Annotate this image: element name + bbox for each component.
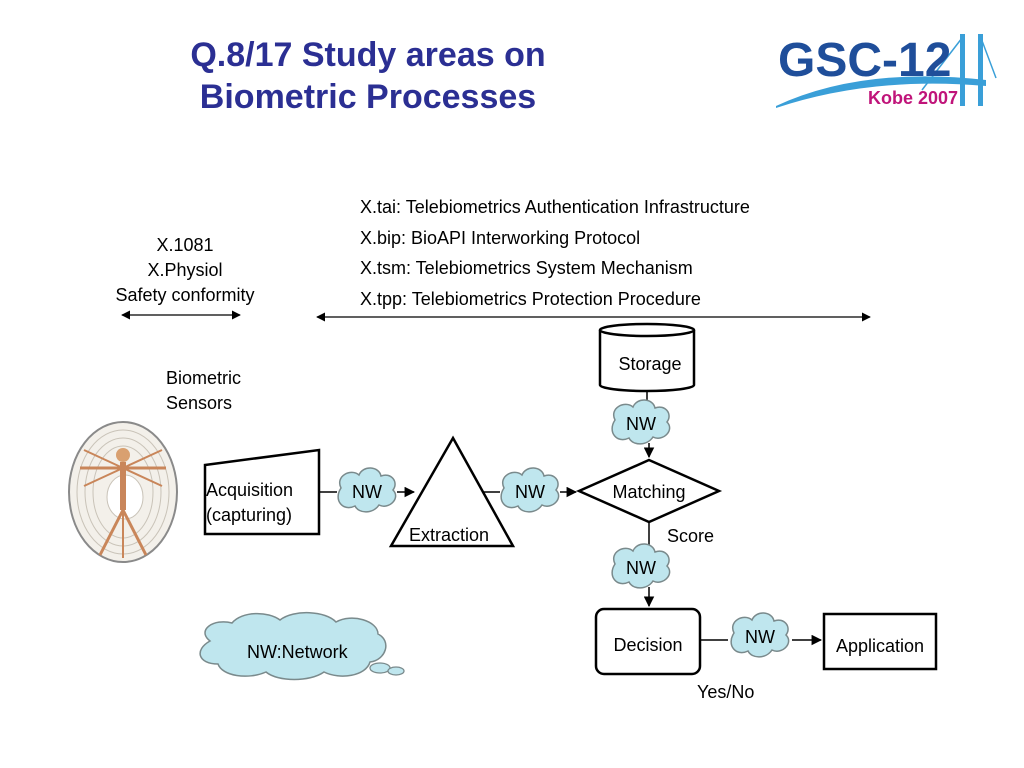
sensors-line-2: Sensors bbox=[166, 393, 233, 413]
safety-line-3: Safety conformity bbox=[115, 285, 255, 305]
network-cloud-2 bbox=[500, 467, 560, 513]
acquisition-label-line-1: Acquisition bbox=[206, 480, 294, 500]
sensors-label: Biometric Sensors bbox=[166, 367, 241, 414]
application-label: Application bbox=[835, 636, 925, 656]
logo-graphic: GSC-12 Kobe 2007 bbox=[776, 34, 997, 108]
acquisition-box bbox=[203, 448, 321, 536]
logo-tower-left bbox=[960, 34, 965, 106]
spec-x-tpp: X.tpp: Telebiometrics Protection Procedu… bbox=[360, 289, 701, 309]
spec-x-bip: X.bip: BioAPI Interworking Protocol bbox=[360, 228, 641, 248]
network-label-4: NW bbox=[626, 558, 656, 578]
safety-line-1: X.1081 bbox=[156, 235, 214, 255]
safety-block: X.1081 X.Physiol Safety conformity bbox=[90, 234, 280, 306]
storage-label: Storage bbox=[618, 354, 682, 374]
yes-no-label: Yes/No bbox=[697, 682, 755, 702]
network-cloud-1 bbox=[337, 467, 397, 513]
logo-text: GSC-12 bbox=[778, 34, 951, 87]
vitruvian-man-icon bbox=[68, 421, 178, 563]
network-label-3: NW bbox=[626, 414, 656, 434]
acquisition-label-line-2: (capturing) bbox=[206, 505, 293, 525]
safety-line-2: X.Physiol bbox=[147, 260, 223, 280]
sensors-line-1: Biometric bbox=[166, 368, 242, 388]
extraction-label: Extraction bbox=[408, 525, 490, 545]
spec-x-tsm: X.tsm: Telebiometrics System Mechanism bbox=[360, 258, 693, 278]
score-label: Score bbox=[667, 526, 715, 546]
page-title: Q.8/17 Study areas on Biometric Processe… bbox=[118, 34, 618, 118]
spec-x-tai: X.tai: Telebiometrics Authentication Inf… bbox=[360, 197, 750, 217]
network-label-2: NW bbox=[515, 482, 545, 502]
acquisition-label: Acquisition (capturing) bbox=[206, 479, 293, 526]
network-cloud-3 bbox=[611, 399, 671, 445]
legend-label: NW:Network bbox=[247, 642, 348, 662]
matching-label: Matching bbox=[612, 482, 686, 502]
decision-label: Decision bbox=[613, 635, 683, 655]
title-line-2: Biometric Processes bbox=[199, 78, 537, 116]
network-cloud-4 bbox=[611, 543, 671, 589]
network-cloud-5 bbox=[730, 612, 790, 658]
logo-tower-right bbox=[978, 34, 983, 106]
logo-subtitle: Kobe 2007 bbox=[868, 88, 958, 108]
storage-cylinder bbox=[598, 322, 696, 393]
decision-box bbox=[594, 607, 702, 676]
network-label-1: NW bbox=[352, 482, 382, 502]
gsc-12-logo: GSC-12 Kobe 2007 bbox=[772, 28, 997, 118]
legend-cloud bbox=[199, 611, 405, 681]
title-line-1: Q.8/17 Study areas on bbox=[190, 36, 546, 74]
network-label-5: NW bbox=[745, 627, 775, 647]
application-box bbox=[822, 612, 938, 671]
